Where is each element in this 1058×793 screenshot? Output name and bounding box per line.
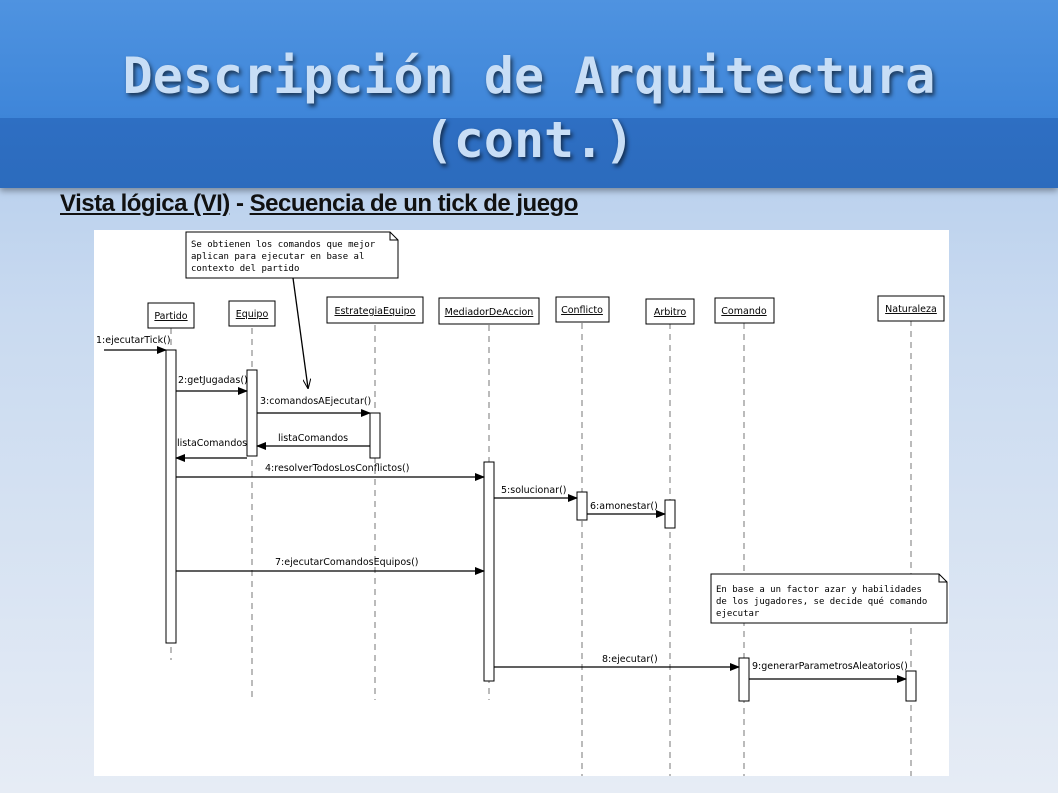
activation-comando xyxy=(738,657,750,702)
note-line: aplican para ejecutar en base al xyxy=(191,252,364,262)
activation-partido xyxy=(165,349,177,644)
participant-conflicto: Conflicto xyxy=(555,296,610,323)
sequence-diagram: Partido Equipo EstrategiaEquipo Mediador… xyxy=(94,230,949,776)
participant-naturaleza: Naturaleza xyxy=(877,295,945,322)
message-7-label: 7:ejecutarComandosEquipos() xyxy=(275,557,419,568)
participant-label: Arbitro xyxy=(654,307,686,318)
slide-title: Descripción de Arquitectura(cont.) xyxy=(122,47,936,169)
message-6-label: 6:amonestar() xyxy=(590,501,658,512)
participant-estrategiaequipo: EstrategiaEquipo xyxy=(326,296,424,324)
note-comandos: Se obtienen los comandos que mejor aplic… xyxy=(185,231,399,388)
note-line: En base a un factor azar y habilidades xyxy=(716,585,922,595)
participant-label: EstrategiaEquipo xyxy=(334,306,415,317)
activation-mediadordeaccion xyxy=(483,461,495,682)
subtitle-view-name: Vista lógica (VI) xyxy=(60,190,230,217)
message-5-label: 5:solucionar() xyxy=(501,485,567,496)
participant-mediadordeaccion: MediadorDeAccion xyxy=(438,297,540,325)
participant-label: Comando xyxy=(721,306,767,317)
activation-estrategiaequipo xyxy=(369,412,381,459)
participant-label: Conflicto xyxy=(561,305,603,316)
participant-label: MediadorDeAccion xyxy=(445,307,534,318)
message-3-label: 3:comandosAEjecutar() xyxy=(260,396,371,407)
activation-equipo xyxy=(246,369,258,457)
participant-equipo: Equipo xyxy=(228,300,276,327)
note-comando: En base a un factor azar y habilidades d… xyxy=(710,573,948,624)
participant-label: Naturaleza xyxy=(885,304,937,315)
slide-subtitle: Vista lógica (VI) - Secuencia de un tick… xyxy=(60,190,578,218)
message-2-label: 2:getJugadas() xyxy=(178,375,248,386)
participant-label: Partido xyxy=(154,311,187,322)
activation-conflicto xyxy=(576,491,588,521)
activation-naturaleza xyxy=(905,670,917,702)
note-line: contexto del partido xyxy=(191,264,299,274)
message-4-label: 4:resolverTodosLosConflictos() xyxy=(265,463,409,474)
participant-comando: Comando xyxy=(714,297,775,324)
message-labels: 1:ejecutarTick() 2:getJugadas() 3:comand… xyxy=(96,335,908,672)
subtitle-separator: - xyxy=(229,190,250,217)
note-line: ejecutar xyxy=(716,609,760,619)
participant-arbitro: Arbitro xyxy=(645,298,695,325)
note-line: de los jugadores, se decide qué comando xyxy=(716,596,927,607)
participant-partido: Partido xyxy=(147,302,195,329)
message-8-label: 8:ejecutar() xyxy=(602,654,658,665)
participant-label: Equipo xyxy=(236,309,269,320)
activation-arbitro xyxy=(664,499,676,529)
message-1-label: 1:ejecutarTick() xyxy=(96,335,171,346)
title-banner xyxy=(0,0,1058,188)
subtitle-sequence-name: Secuencia de un tick de juego xyxy=(249,190,579,217)
message-9-label: 9:generarParametrosAleatorios() xyxy=(752,661,908,672)
return-2-label: listaComandos xyxy=(177,438,247,449)
return-3-label: listaComandos xyxy=(278,433,348,444)
note-line: Se obtienen los comandos que mejor xyxy=(191,240,376,250)
